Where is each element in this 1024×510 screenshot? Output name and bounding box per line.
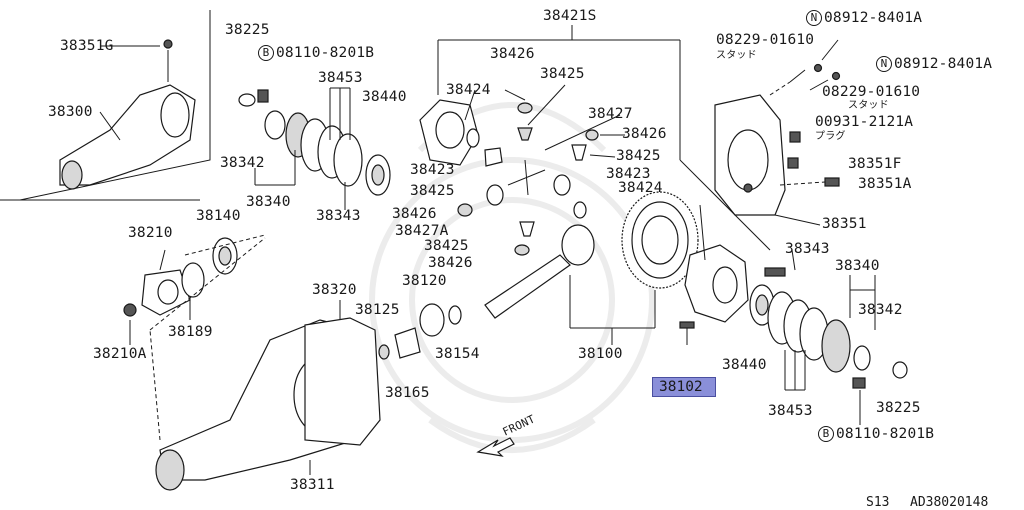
carrier-drawing <box>679 244 786 345</box>
label-08229-a: 08229-01610 <box>716 32 815 48</box>
label-38225-right: 38225 <box>876 400 921 416</box>
main-housing-drawing <box>155 317 381 491</box>
front-arrow-icon <box>476 437 515 457</box>
label-38342-right: 38342 <box>858 302 903 318</box>
label-38426-a: 38426 <box>490 46 535 62</box>
assembly-38300-drawing <box>59 39 196 190</box>
label-38351G: 38351G <box>60 38 114 54</box>
label-38125: 38125 <box>355 302 400 318</box>
label-stud-b: スタッド <box>848 100 889 111</box>
label-38343-right: 38343 <box>785 241 830 257</box>
pinion-bearing-group-drawing <box>123 237 238 317</box>
label-38165: 38165 <box>385 385 430 401</box>
footer-code: S13 <box>866 495 890 510</box>
label-38426-b: 38426 <box>622 126 667 142</box>
label-38210A: 38210A <box>93 346 147 362</box>
label-38425-d: 38425 <box>424 238 469 254</box>
label-38425-c: 38425 <box>410 183 455 199</box>
label-38343-left: 38343 <box>316 208 361 224</box>
label-38311: 38311 <box>290 477 335 493</box>
label-38423-a: 38423 <box>410 162 455 178</box>
label-38424-b: 38424 <box>618 180 663 196</box>
highlighted-part-label: 38102 <box>659 379 703 395</box>
label-38340-right: 38340 <box>835 258 880 274</box>
right-bearing-group-drawing <box>749 284 908 389</box>
label-38426-c: 38426 <box>392 206 437 222</box>
label-plug: プラグ <box>815 131 846 142</box>
label-38427: 38427 <box>588 106 633 122</box>
label-38342-left: 38342 <box>220 155 265 171</box>
label-38351A: 38351A <box>858 176 912 192</box>
label-00931: 00931-2121A <box>815 114 914 130</box>
label-38424-a: 38424 <box>446 82 491 98</box>
label-38453-right: 38453 <box>768 403 813 419</box>
label-38427A: 38427A <box>395 223 449 239</box>
label-38210: 38210 <box>128 225 173 241</box>
label-38425-a: 38425 <box>540 66 585 82</box>
left-bearing-group-drawing <box>238 89 391 196</box>
label-38351F: 38351F <box>848 156 902 172</box>
label-38340-left: 38340 <box>246 194 291 210</box>
label-38351: 38351 <box>822 216 867 232</box>
label-stud-a: スタッド <box>716 50 757 61</box>
label-38225-left: 38225 <box>225 22 270 38</box>
label-38140: 38140 <box>196 208 241 224</box>
shaft-spacer-group-drawing <box>378 303 462 360</box>
inset-frame <box>19 10 211 201</box>
differential-case-drawing <box>419 99 599 256</box>
ring-gear-pinion-drawing <box>484 191 699 319</box>
label-38100: 38100 <box>578 346 623 362</box>
footer-drawing-id: AD38020148 <box>910 495 989 510</box>
label-38120: 38120 <box>402 273 447 289</box>
highlighted-part-38102[interactable]: 38102 <box>652 377 716 397</box>
label-38440-right: 38440 <box>722 357 767 373</box>
label-38300: 38300 <box>48 104 93 120</box>
label-38320: 38320 <box>312 282 357 298</box>
label-38426-d: 38426 <box>428 255 473 271</box>
label-38189: 38189 <box>168 324 213 340</box>
label-38453-left: 38453 <box>318 70 363 86</box>
label-38421S: 38421S <box>543 8 597 24</box>
label-08229-b: 08229-01610 <box>822 84 921 100</box>
label-38423-b: 38423 <box>606 166 651 182</box>
label-38154: 38154 <box>435 346 480 362</box>
rear-cover-drawing <box>714 63 841 216</box>
label-38425-b: 38425 <box>616 148 661 164</box>
label-38440-left: 38440 <box>362 89 407 105</box>
